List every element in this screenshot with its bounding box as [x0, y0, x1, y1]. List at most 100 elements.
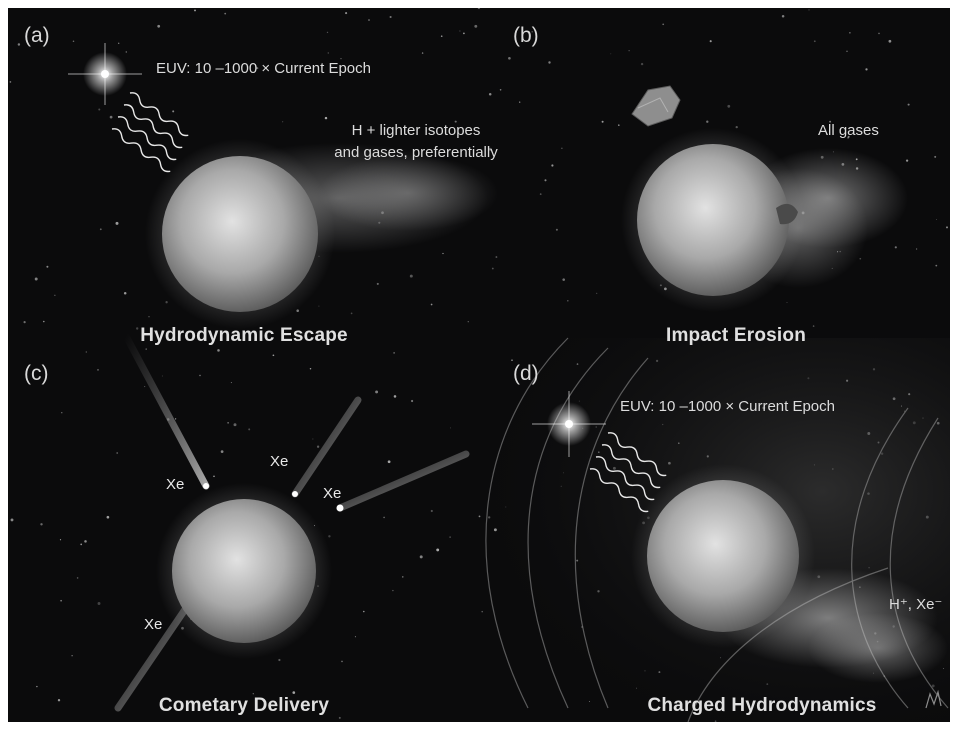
comet-icon — [291, 396, 362, 498]
star-icon — [532, 391, 606, 457]
background-star — [936, 219, 937, 221]
background-star — [442, 252, 444, 255]
background-star — [735, 125, 738, 129]
background-star — [387, 460, 391, 464]
background-star — [40, 523, 43, 526]
background-star — [662, 23, 665, 26]
background-star — [292, 691, 296, 694]
background-star — [935, 264, 938, 267]
background-star — [709, 40, 712, 43]
background-star — [596, 292, 598, 295]
background-star — [118, 42, 120, 44]
panel-c-letter: (c) — [24, 362, 49, 385]
background-star — [354, 636, 356, 638]
background-star — [393, 352, 395, 354]
background-star — [618, 124, 620, 126]
panel-a-caption: Hydrodynamic Escape — [140, 325, 348, 346]
background-star — [544, 179, 547, 182]
background-star — [491, 267, 494, 270]
background-star — [85, 351, 87, 353]
background-star — [561, 147, 563, 149]
background-star — [230, 382, 232, 384]
panel-a-note-line1: H + lighter isotopes — [351, 122, 481, 139]
background-star — [847, 135, 850, 138]
background-star — [808, 9, 810, 11]
planet-icon — [156, 483, 332, 659]
background-star — [411, 399, 414, 403]
background-star — [878, 32, 880, 35]
background-star — [421, 52, 424, 54]
background-star — [36, 685, 38, 688]
background-star — [328, 535, 331, 538]
comet-icon — [122, 332, 210, 490]
background-star — [80, 543, 83, 546]
background-star — [272, 354, 275, 357]
background-star — [46, 265, 49, 268]
background-star — [115, 221, 119, 225]
asteroid-icon — [631, 85, 681, 127]
background-star — [393, 395, 397, 398]
background-star — [392, 589, 394, 592]
panel-a-scene — [68, 43, 498, 329]
background-star — [227, 422, 229, 424]
background-star — [309, 368, 312, 370]
background-star — [363, 610, 365, 613]
planet-icon — [145, 139, 335, 329]
background-star — [477, 8, 481, 10]
background-star — [488, 92, 492, 96]
euv-wave-icon — [589, 432, 667, 513]
background-star — [440, 35, 443, 38]
panel-c-scene — [114, 332, 470, 712]
background-star — [23, 321, 26, 324]
background-star — [233, 423, 237, 427]
background-star — [76, 577, 79, 579]
background-star — [531, 31, 533, 33]
background-star — [199, 374, 201, 377]
background-star — [194, 9, 196, 12]
background-star — [894, 246, 897, 249]
star-icon — [68, 43, 142, 105]
panel-d-ion-label: H⁺, Xe⁻ — [889, 596, 943, 613]
background-star — [375, 390, 379, 394]
background-star — [813, 40, 816, 43]
background-star — [106, 515, 110, 519]
background-star — [409, 274, 413, 278]
artist-signature-icon — [925, 689, 942, 709]
background-star — [376, 282, 379, 285]
background-star — [430, 509, 433, 513]
panel-b-note: All gases — [818, 122, 879, 139]
background-star — [60, 599, 62, 602]
background-star — [148, 316, 150, 318]
panel-d-scene — [485, 337, 949, 722]
background-star — [508, 56, 511, 60]
background-star — [383, 516, 385, 519]
background-star — [402, 576, 404, 578]
panel-a-euv-label: EUV: 10 –1000 × Current Epoch — [156, 60, 371, 77]
background-star — [865, 68, 868, 71]
background-star — [368, 19, 370, 21]
background-star — [144, 386, 146, 388]
xe-label: Xe — [166, 476, 185, 493]
background-star — [10, 518, 14, 522]
euv-wave-icon — [111, 92, 189, 173]
panel-b-scene — [621, 85, 908, 312]
background-star — [474, 24, 478, 28]
background-star — [555, 228, 558, 231]
background-star — [419, 555, 423, 559]
background-star — [165, 301, 168, 304]
background-star — [174, 418, 177, 420]
background-star — [312, 438, 314, 440]
background-star — [161, 375, 163, 377]
background-star — [326, 31, 329, 34]
background-star — [601, 120, 604, 123]
background-star — [454, 120, 457, 123]
background-star — [17, 43, 21, 46]
background-star — [340, 57, 342, 60]
background-star — [9, 81, 12, 83]
background-star — [946, 226, 948, 229]
background-star — [495, 256, 498, 258]
background-star — [846, 50, 848, 52]
background-star — [551, 164, 554, 167]
background-star — [157, 24, 161, 28]
background-star — [123, 292, 127, 295]
